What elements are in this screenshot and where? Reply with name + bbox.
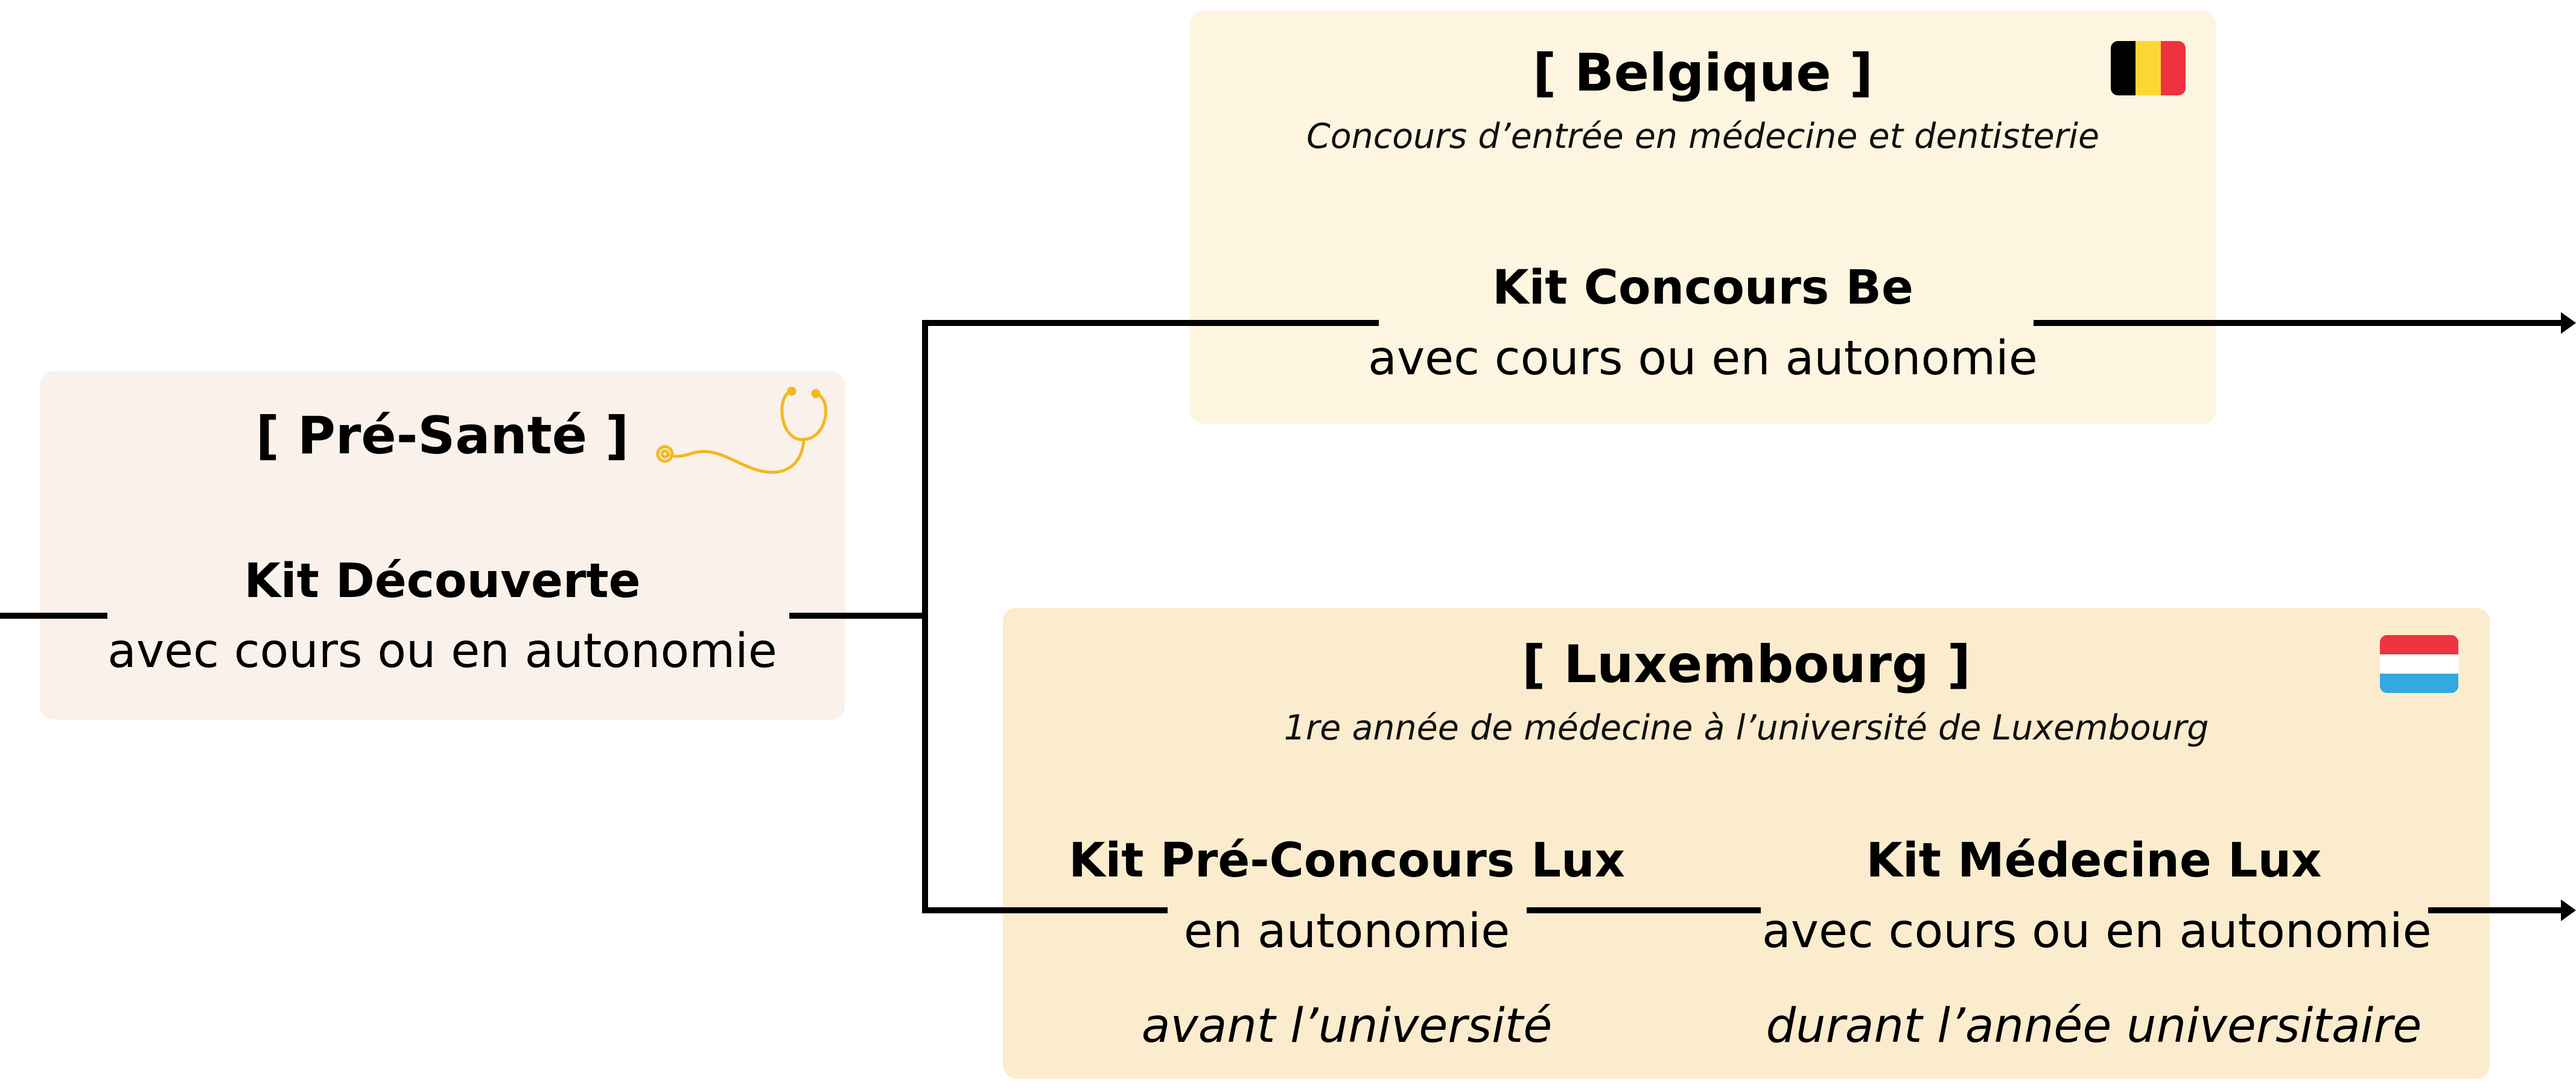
belgium-flag-icon <box>2111 41 2186 95</box>
luxembourg-heading: [ Luxembourg ] <box>1522 634 1971 695</box>
kit-concours-be-mode: avec cours ou en autonomie <box>1368 331 2038 386</box>
luxembourg-flag-icon <box>2380 635 2458 693</box>
luxembourg-subtitle: 1re année de médecine à l’université de … <box>1283 708 2209 748</box>
kit-medecine-lux-timing: durant l’année universitaire <box>1766 999 2422 1053</box>
luxembourg-panel <box>1003 608 2490 1079</box>
lux-arrow-head <box>2561 899 2576 921</box>
kit-pre-concours-lux-title: Kit Pré-Concours Lux <box>1069 834 1625 888</box>
pre-sante-panel <box>40 371 845 720</box>
kit-concours-be-title: Kit Concours Be <box>1492 261 1913 315</box>
belgique-heading: [ Belgique ] <box>1533 43 1873 103</box>
kit-decouverte-mode: avec cours ou en autonomie <box>107 624 777 679</box>
kit-pre-concours-lux-mode: en autonomie <box>1183 904 1510 959</box>
belgique-subtitle: Concours d’entrée en médecine et dentist… <box>1306 117 2100 156</box>
stethoscope-icon <box>656 386 828 474</box>
belgique-arrow-head <box>2561 312 2576 334</box>
pre-sante-heading: [ Pré-Santé ] <box>255 406 629 466</box>
kit-medecine-lux-mode: avec cours ou en autonomie <box>1762 904 2432 959</box>
belgique-panel <box>1190 11 2216 424</box>
kit-decouverte-title: Kit Découverte <box>244 554 641 608</box>
kit-pre-concours-lux-timing: avant l’université <box>1141 999 1553 1053</box>
kit-medecine-lux-title: Kit Médecine Lux <box>1866 834 2322 888</box>
